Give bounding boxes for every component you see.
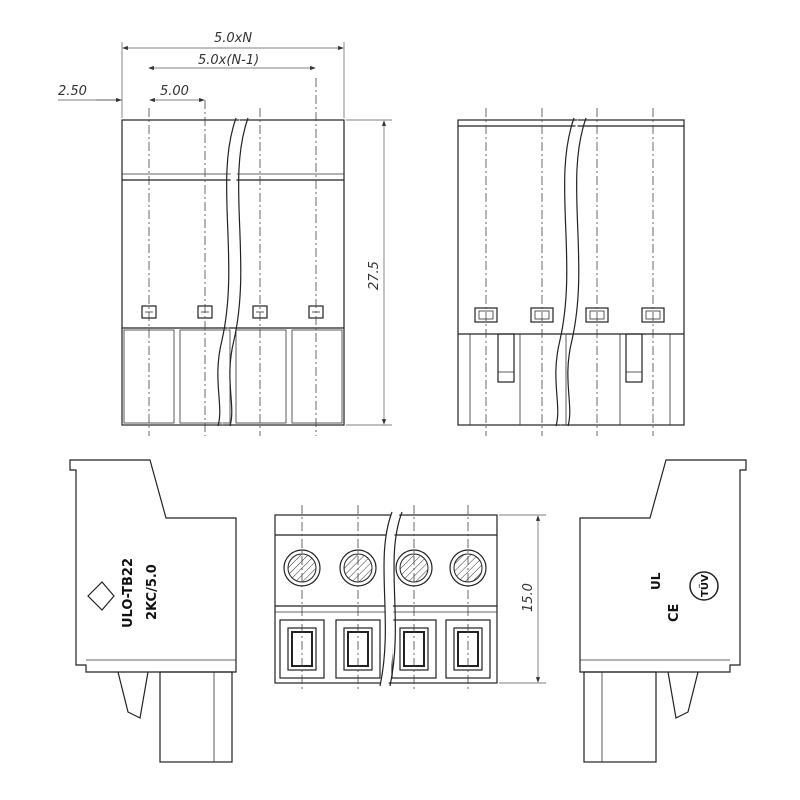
right-side-view: UL TÜV CE [579,459,747,763]
logo-mark [87,581,115,611]
wire-openings [279,619,491,679]
left-side-view: ULO-TB22 2KC/5.0 [69,459,237,763]
marking-line1: ULO-TB22 [121,558,136,628]
marking-line2: 2KC/5.0 [145,564,160,620]
bottom-view [274,505,498,690]
ul-mark: UL [649,572,663,590]
dim-pitch: 5.00 [160,84,189,99]
front-dimensions: 5.0xN 5.0x(N-1) 2.50 5.00 27.5 [58,31,392,426]
dim-edge-offset: 2.50 [58,84,87,99]
dim-height-front: 27.5 [367,261,382,290]
bottom-dimensions: 15.0 [499,514,546,684]
dim-overall-width: 5.0xN [214,31,252,46]
tuv-mark: TÜV [689,571,719,601]
rear-view [457,108,685,436]
ce-mark: CE [667,604,682,622]
svg-text:UL: UL [649,572,663,590]
dim-height-bottom: 15.0 [521,583,536,612]
dim-pitch-span: 5.0x(N-1) [198,53,259,68]
svg-text:TÜV: TÜV [697,574,711,597]
front-view [121,78,345,436]
